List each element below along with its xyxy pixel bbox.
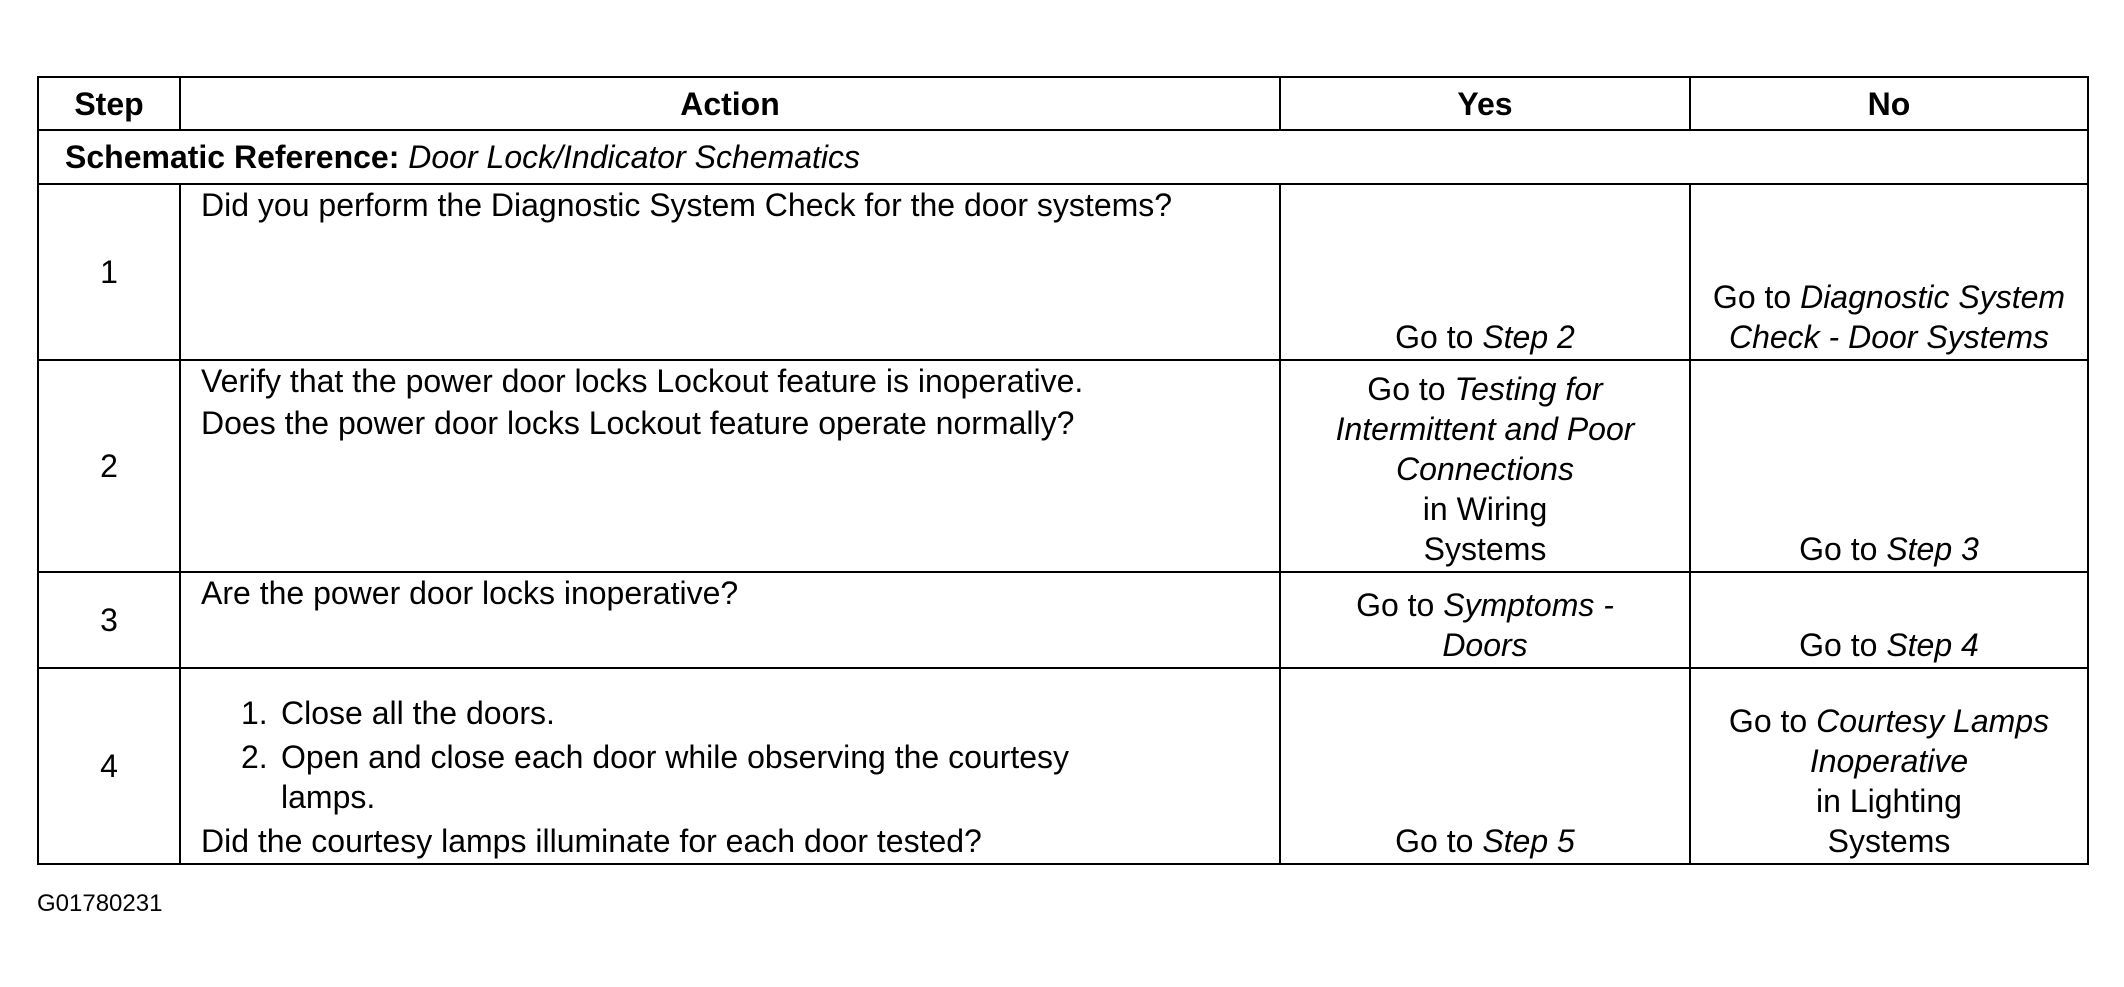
action-text: Are the power door locks inoperative?: [201, 575, 739, 611]
step-number: 3: [37, 571, 181, 669]
figure-id: G01780231: [37, 890, 163, 917]
action-question: Did the courtesy lamps illuminate for ea…: [201, 823, 982, 859]
yes-link[interactable]: Step 5: [1482, 823, 1575, 859]
step-number: 4: [37, 667, 181, 865]
yes-cell: Go to Step 5: [1279, 667, 1691, 865]
schematic-reference: Schematic Reference: Door Lock/Indicator…: [37, 129, 2089, 185]
no-prefix: Go to: [1728, 703, 1817, 739]
no-link[interactable]: Step 3: [1886, 531, 1979, 567]
yes-link[interactable]: Step 2: [1482, 319, 1575, 355]
no-cell: Go to Courtesy Lamps Inoperative in Ligh…: [1689, 667, 2089, 865]
header-yes: Yes: [1279, 76, 1691, 131]
step-number: 2: [37, 359, 181, 573]
yes-prefix: Go to: [1395, 319, 1483, 355]
no-prefix: Go to: [1712, 279, 1801, 315]
header-action: Action: [179, 76, 1281, 131]
table-row: 2 Verify that the power door locks Locko…: [37, 359, 2089, 573]
table-row: 1 Did you perform the Diagnostic System …: [37, 183, 2089, 361]
yes-link[interactable]: Symptoms - Doors: [1442, 587, 1614, 663]
no-link[interactable]: Step 4: [1886, 627, 1979, 663]
sub-step: 2. Open and close each door while observi…: [201, 737, 1269, 817]
yes-cell: Go to Testing for Intermittent and Poor …: [1279, 359, 1691, 573]
sub-step-text: Close all the doors.: [281, 695, 555, 731]
no-cell: Go to Step 3: [1689, 359, 2089, 573]
action-question: Does the power door locks Lockout featur…: [201, 405, 1075, 441]
sub-step-number: 2.: [241, 739, 268, 775]
yes-suffix: in Wiring Systems: [1422, 491, 1548, 567]
header-no: No: [1689, 76, 2089, 131]
no-prefix: Go to: [1799, 627, 1887, 663]
yes-prefix: Go to: [1356, 587, 1444, 623]
action-cell: Did you perform the Diagnostic System Ch…: [179, 183, 1281, 361]
sub-step-number: 1.: [241, 695, 268, 731]
header-step: Step: [37, 76, 181, 131]
yes-prefix: Go to: [1367, 371, 1455, 407]
no-cell: Go to Step 4: [1689, 571, 2089, 669]
no-suffix: in Lighting Systems: [1816, 783, 1962, 859]
diagnostic-table: Step Action Yes No Schematic Reference: …: [37, 76, 2089, 865]
action-text: Verify that the power door locks Lockout…: [201, 363, 1084, 399]
action-cell: Are the power door locks inoperative?: [179, 571, 1281, 669]
schematic-reference-label: Schematic Reference:: [65, 139, 400, 175]
yes-link[interactable]: Testing for Intermittent and Poor Connec…: [1335, 371, 1635, 487]
action-cell: 1. Close all the doors. 2. Open and close …: [179, 667, 1281, 865]
yes-cell: Go to Symptoms - Doors: [1279, 571, 1691, 669]
sub-step: 1. Close all the doors.: [201, 693, 1269, 733]
schematic-reference-link[interactable]: Door Lock/Indicator Schematics: [408, 139, 861, 175]
step-number: 1: [37, 183, 181, 361]
action-cell: Verify that the power door locks Lockout…: [179, 359, 1281, 573]
schematic-reference-row: Schematic Reference: Door Lock/Indicator…: [37, 129, 2089, 185]
no-cell: Go to Diagnostic System Check - Door Sys…: [1689, 183, 2089, 361]
sub-step-list: 1. Close all the doors. 2. Open and close …: [201, 693, 1269, 817]
action-text: Did you perform the Diagnostic System Ch…: [201, 187, 1173, 223]
table-row: 3 Are the power door locks inoperative? …: [37, 571, 2089, 669]
no-link[interactable]: Diagnostic System Check - Door Systems: [1728, 279, 2066, 355]
yes-prefix: Go to: [1395, 823, 1483, 859]
header-row: Step Action Yes No: [37, 76, 2089, 131]
yes-cell: Go to Step 2: [1279, 183, 1691, 361]
table-row: 4 1. Close all the doors. 2. Open and clos…: [37, 667, 2089, 865]
no-link[interactable]: Courtesy Lamps Inoperative: [1809, 703, 2050, 779]
no-prefix: Go to: [1799, 531, 1887, 567]
sub-step-text: Open and close each door while observing…: [281, 739, 1070, 815]
